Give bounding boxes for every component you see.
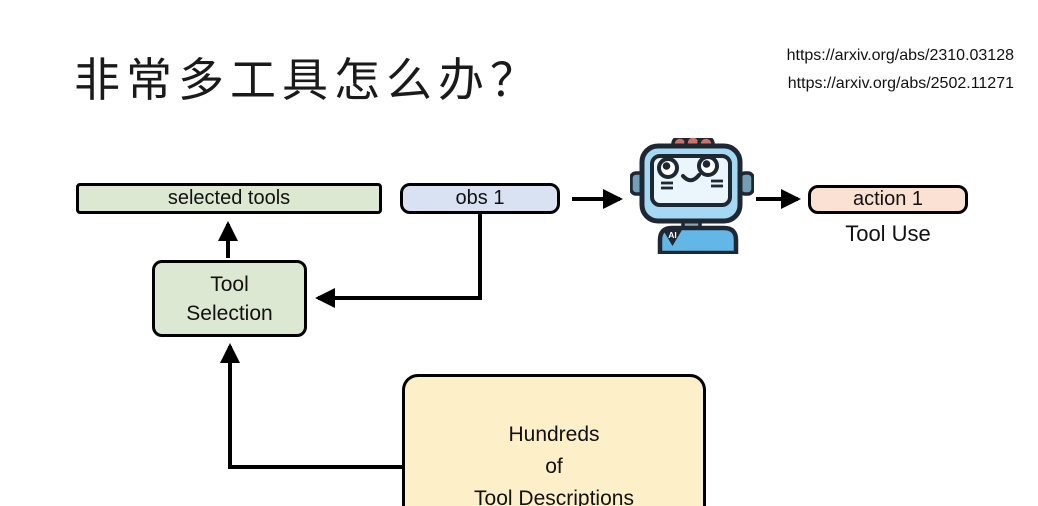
- arxiv-link-2[interactable]: https://arxiv.org/abs/2502.11271: [787, 75, 1014, 92]
- tool-selection-box: Tool Selection: [152, 260, 307, 337]
- tool-selection-label-line1: Tool: [210, 272, 249, 296]
- obs1-box: obs 1: [400, 183, 560, 214]
- tool-selection-label-line2: Selection: [186, 301, 273, 325]
- arxiv-link-1[interactable]: https://arxiv.org/abs/2310.03128: [786, 47, 1014, 64]
- robot-ai-badge-label: AI: [668, 230, 677, 240]
- arrow-obs1-to-toolselection: [315, 214, 482, 308]
- robot-smile-icon: [681, 173, 701, 183]
- robot-cheek-marks-icon: [661, 179, 723, 190]
- tool-descriptions-line1: Hundreds: [508, 423, 600, 446]
- selected-tools-label: selected tools: [167, 187, 291, 209]
- ai-robot-icon: AI: [630, 138, 754, 254]
- tool-descriptions-box: Hundreds of Tool Descriptions: [402, 374, 706, 506]
- tool-use-caption: Tool Use: [845, 221, 931, 246]
- robot-ai-badge-icon: [663, 230, 682, 246]
- tool-descriptions-line3: Tool Descriptions: [474, 487, 634, 506]
- slide-title: 非常多工具怎么办？: [74, 54, 542, 106]
- action1-label: action 1: [852, 188, 924, 210]
- obs1-label: obs 1: [455, 187, 505, 209]
- tool-descriptions-line2: of: [545, 455, 563, 478]
- reference-links: https://arxiv.org/abs/2310.03128 https:/…: [787, 42, 1014, 98]
- action1-box: action 1: [808, 185, 968, 214]
- selected-tools-box: selected tools: [76, 183, 382, 214]
- arrow-descriptions-to-toolselection: [220, 343, 402, 469]
- robot-eyes-icon: [657, 155, 719, 179]
